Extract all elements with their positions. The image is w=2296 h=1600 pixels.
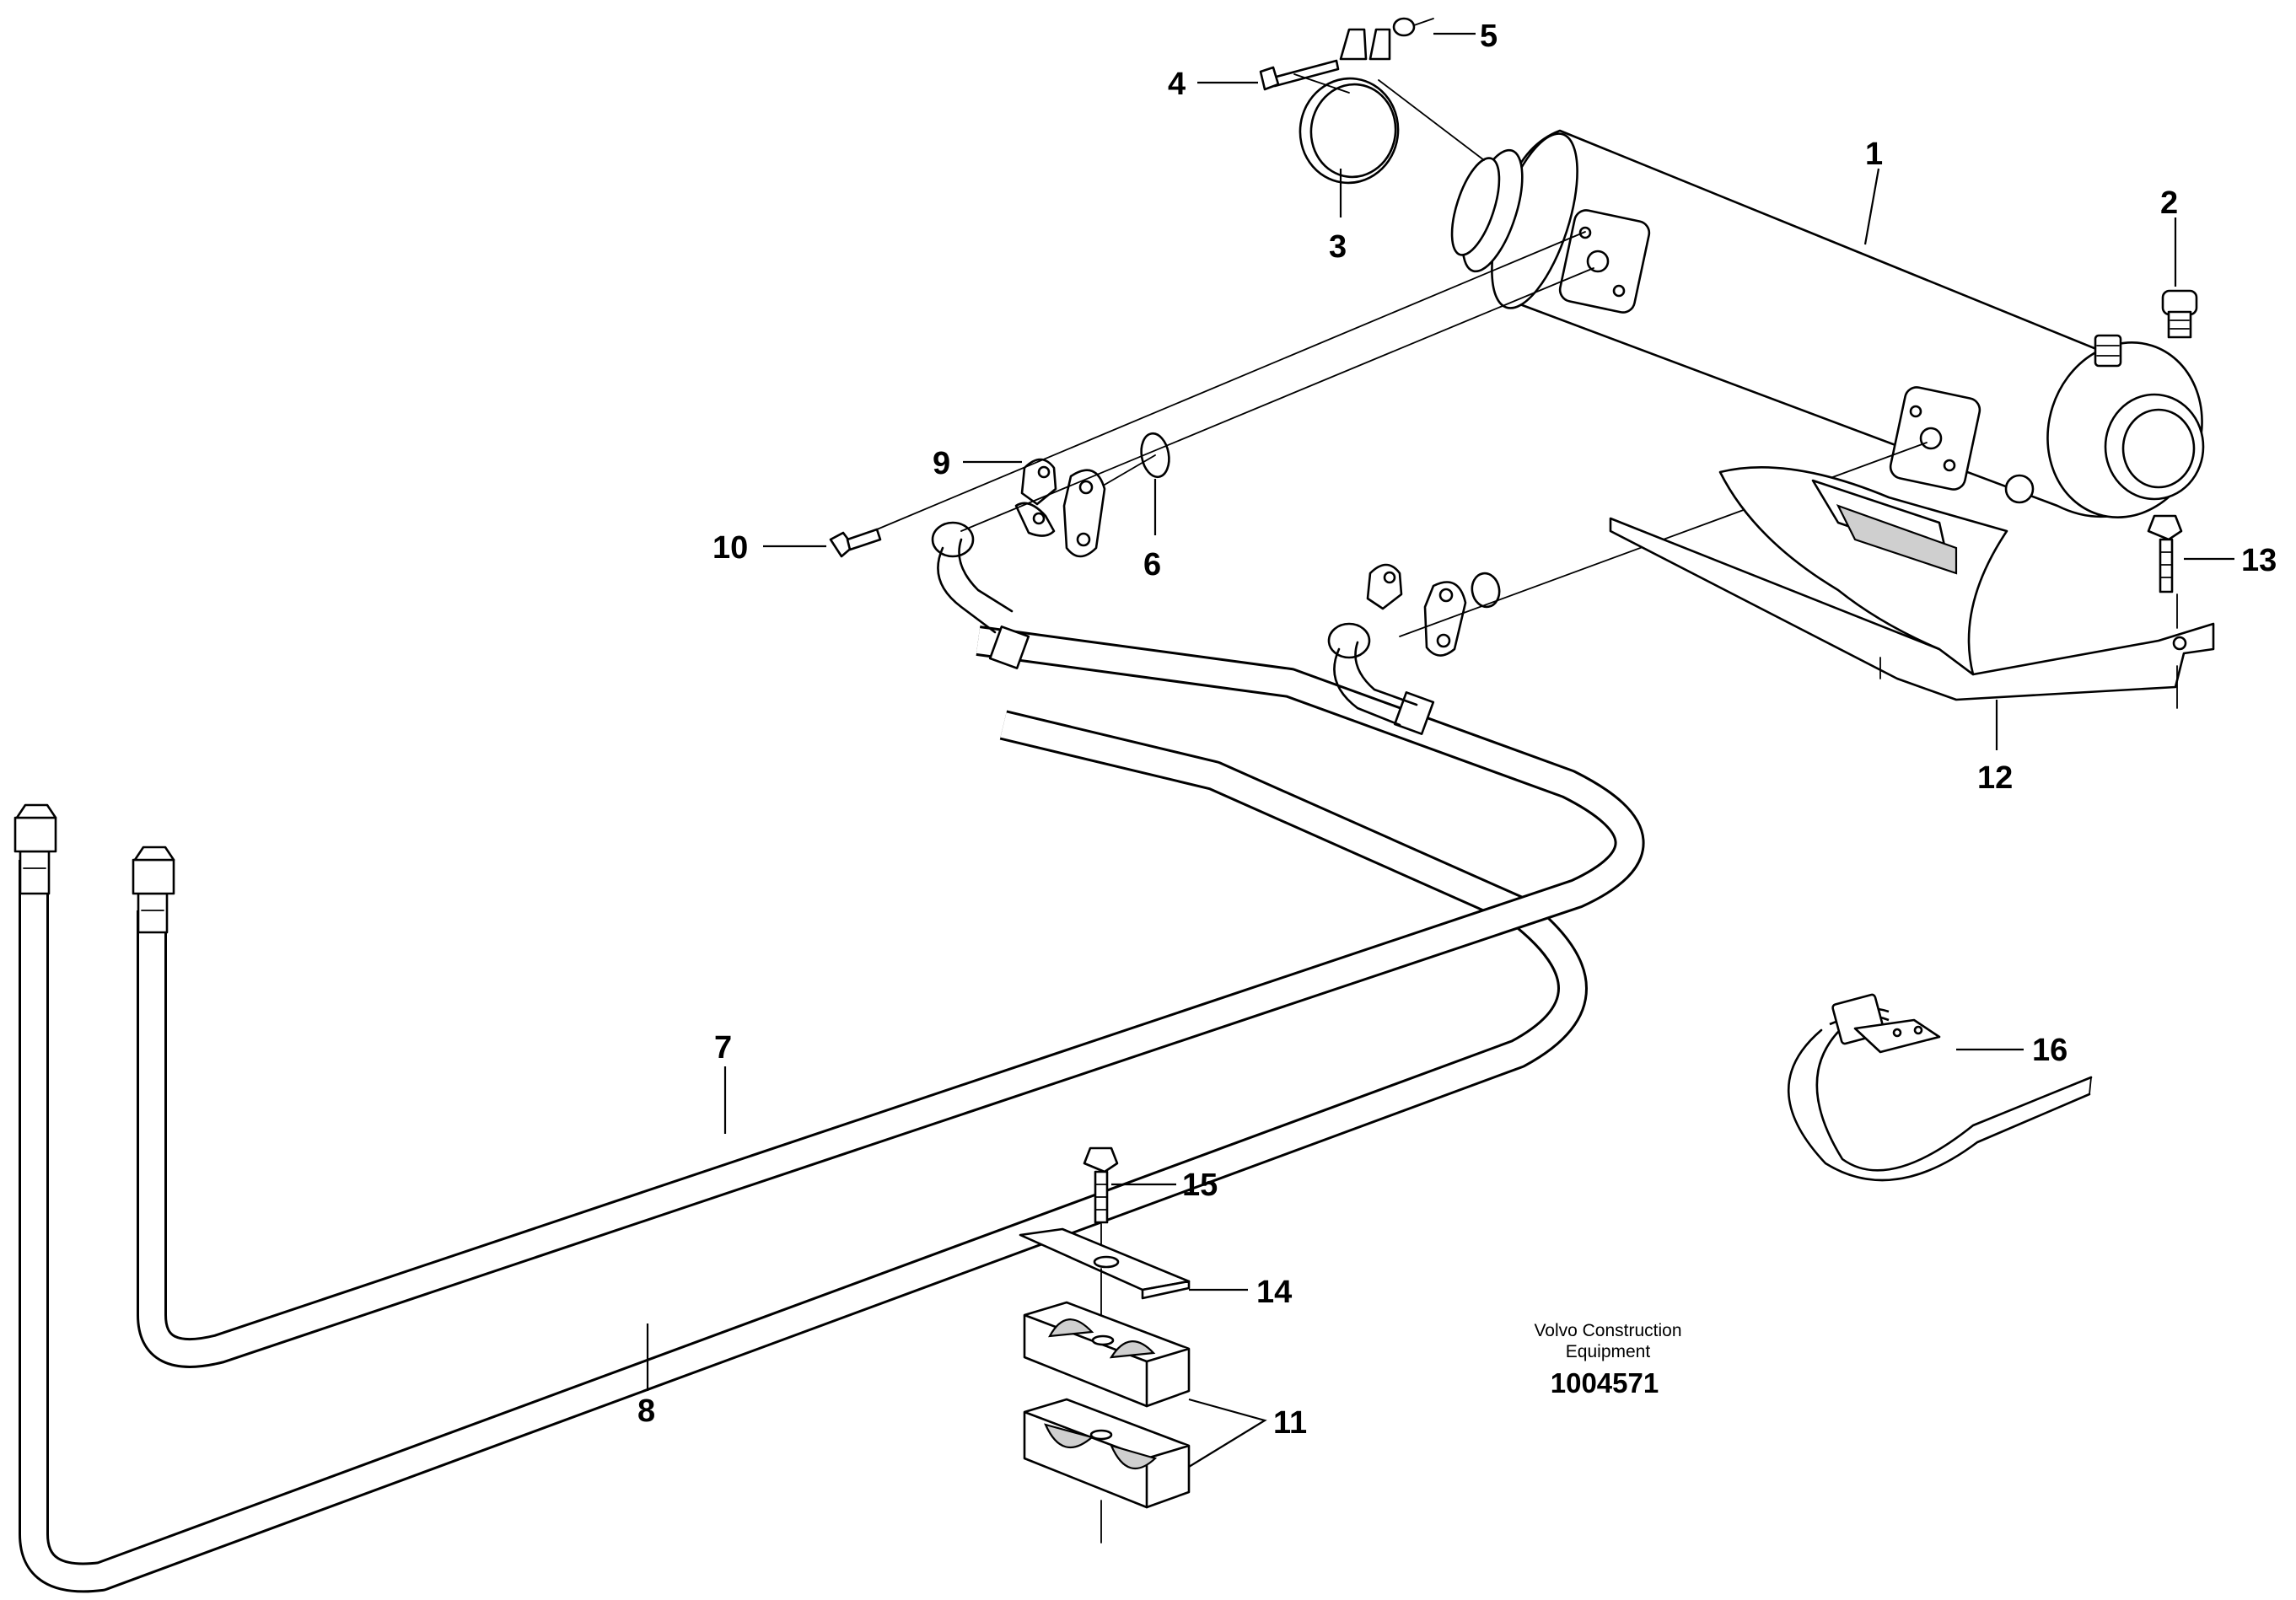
hose-8 <box>137 626 1645 1368</box>
plug <box>2161 289 2198 339</box>
clamp-half-lower <box>1023 1398 1191 1544</box>
assembly-axis-lines <box>876 73 1928 637</box>
strap <box>1787 993 2093 1182</box>
clamp-half-upper <box>1023 1301 1191 1408</box>
o-ring-upper <box>1140 432 1170 479</box>
hose-end-fitting-left-2 <box>132 846 175 934</box>
flange-screw <box>829 528 882 558</box>
callout-15: 15 <box>1182 1168 1218 1203</box>
document-number: 1004571 <box>1551 1367 1659 1399</box>
hose-clamp <box>1299 28 1400 185</box>
callout-1: 1 <box>1865 137 1883 172</box>
callout-12: 12 <box>1977 760 2013 796</box>
bracket <box>1609 466 2215 701</box>
bracket-screw <box>2147 514 2183 709</box>
callout-4: 4 <box>1168 67 1186 102</box>
brand-block: Volvo Construction Equipment 1004571 <box>1534 1321 1681 1399</box>
callout-14: 14 <box>1256 1275 1292 1310</box>
callout-9: 9 <box>933 446 950 481</box>
brand-line-1: Volvo Construction <box>1534 1321 1681 1340</box>
oil-cooler <box>1450 129 2205 518</box>
hose-end-fitting-left-1 <box>13 803 57 895</box>
callout-10: 10 <box>712 530 748 566</box>
cover-plate <box>1019 1227 1191 1337</box>
callout-5: 5 <box>1480 19 1498 54</box>
callout-6: 6 <box>1143 547 1161 583</box>
hose-8-elbow <box>1327 622 1435 735</box>
hose-7 <box>19 710 1588 1593</box>
flange-half-lower <box>1366 563 1467 657</box>
callout-7: 7 <box>714 1030 732 1066</box>
callouts: 1 2 3 4 5 6 7 8 9 10 11 12 13 14 15 16 <box>637 19 2277 1441</box>
clamp-bolt <box>1259 59 1340 91</box>
callout-16: 16 <box>2032 1033 2067 1068</box>
callout-3: 3 <box>1329 229 1347 265</box>
clamp-nut <box>1392 17 1434 37</box>
callout-11: 11 <box>1273 1405 1307 1441</box>
clamp-screw <box>1083 1146 1119 1261</box>
callout-8: 8 <box>637 1393 655 1429</box>
o-ring-lower <box>1471 572 1501 609</box>
callout-2: 2 <box>2160 185 2178 221</box>
brand-line-2: Equipment <box>1566 1342 1651 1361</box>
flange-half-upper <box>1014 458 1106 558</box>
leader-lines <box>646 32 2234 1468</box>
callout-13: 13 <box>2241 543 2277 578</box>
